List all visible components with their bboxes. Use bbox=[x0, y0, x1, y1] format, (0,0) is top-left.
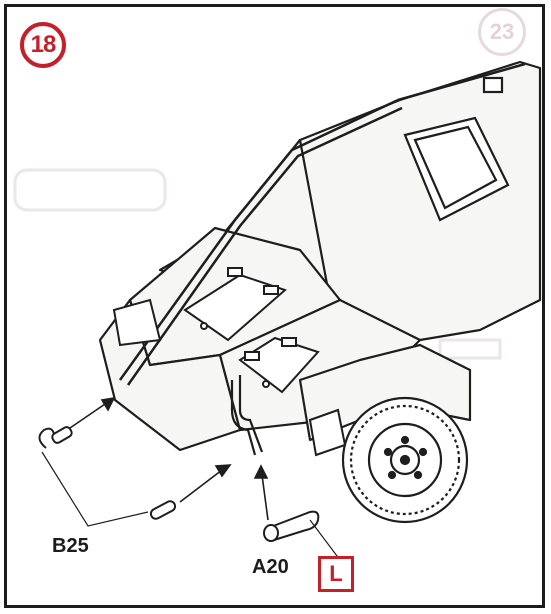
step-number-badge: 18 bbox=[20, 22, 66, 68]
ghost-step-number: 23 bbox=[478, 8, 526, 56]
front-hatches bbox=[183, 267, 320, 394]
part-label-b25: B25 bbox=[52, 535, 89, 557]
vision-hatch bbox=[403, 76, 510, 222]
exhaust-pipe bbox=[230, 375, 264, 456]
page-border bbox=[4, 4, 545, 608]
part-a20-tip bbox=[263, 510, 320, 542]
front-wheel bbox=[341, 396, 469, 524]
paint-code-badge: L bbox=[318, 556, 354, 592]
windscreen-frame bbox=[118, 62, 526, 386]
headlight-boxes bbox=[112, 298, 347, 457]
part-label-a20: A20 bbox=[252, 556, 289, 578]
leader-lines bbox=[41, 451, 341, 561]
assembly-arrows bbox=[69, 396, 269, 521]
part-b25-hook bbox=[38, 426, 177, 520]
